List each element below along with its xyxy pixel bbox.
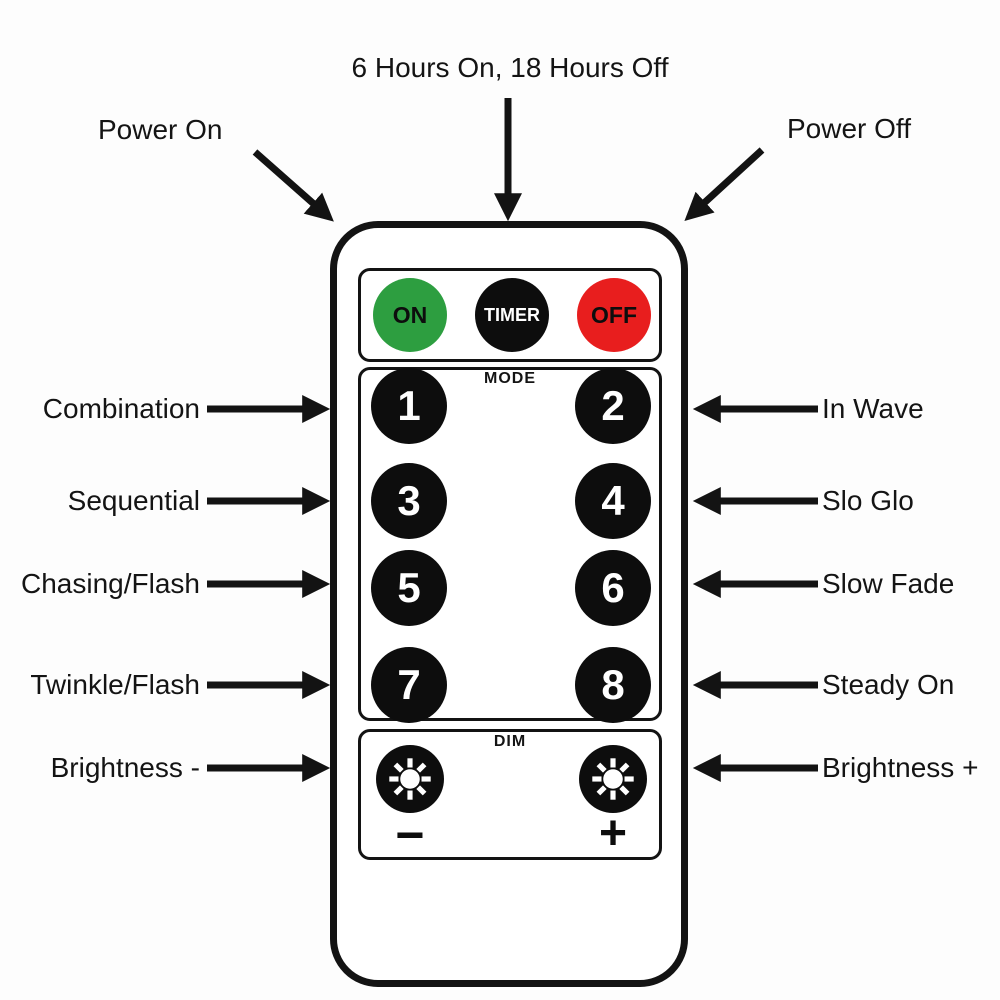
label-slo-glo: Slo Glo	[822, 485, 914, 516]
power-off-annotation: Power Off	[787, 113, 911, 144]
mode-button-5: 5	[371, 550, 447, 626]
on-button: ON	[373, 278, 447, 352]
mode-button-4: 4	[575, 463, 651, 539]
sun-icon	[389, 758, 431, 800]
mode-button-8: 8	[575, 647, 651, 723]
timer-annotation: 6 Hours On, 18 Hours Off	[351, 52, 669, 83]
label-brightness-minus: Brightness -	[50, 752, 200, 783]
mode-button-3: 3	[371, 463, 447, 539]
dim-down-button	[376, 745, 444, 813]
mode-button-1: 1	[371, 368, 447, 444]
dim-caption: DIM	[493, 733, 527, 750]
label-in-wave: In Wave	[822, 393, 924, 424]
arrow-power-off	[684, 147, 765, 222]
label-brightness-plus: Brightness +	[822, 752, 979, 783]
dim-up-button	[579, 745, 647, 813]
power-on-annotation: Power On	[98, 114, 223, 145]
dim-plus-sign: +	[598, 807, 628, 860]
mode-caption: MODE	[484, 370, 536, 387]
label-chasing-flash: Chasing/Flash	[21, 568, 200, 599]
label-sequential: Sequential	[67, 485, 200, 516]
sun-icon	[592, 758, 634, 800]
label-combination: Combination	[42, 393, 200, 424]
mode-button-2: 2	[575, 368, 651, 444]
arrow-power-on	[252, 149, 334, 222]
label-slow-fade: Slow Fade	[822, 568, 955, 599]
mode-button-7: 7	[371, 647, 447, 723]
off-button: OFF	[577, 278, 651, 352]
mode-button-6: 6	[575, 550, 651, 626]
timer-button: TIMER	[475, 278, 549, 352]
label-twinkle-flash: Twinkle/Flash	[30, 669, 200, 700]
dim-minus-sign: −	[395, 807, 425, 863]
label-steady-on: Steady On	[822, 669, 955, 700]
